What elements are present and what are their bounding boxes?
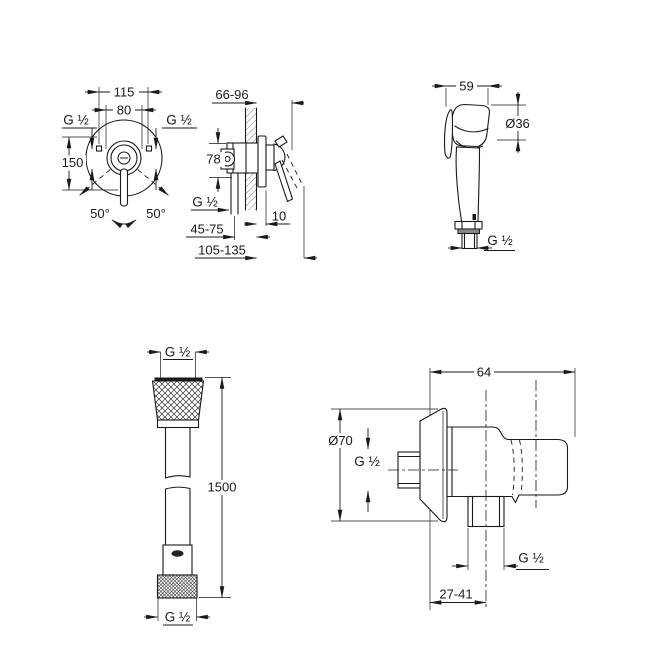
dim-64-label: 64 — [477, 365, 491, 380]
thread-front-left-label: G ½ — [63, 113, 89, 128]
dim-150-label: 150 — [62, 155, 84, 170]
dim-70-label: Ø70 — [328, 433, 353, 448]
wall-union-view: 64 Ø70 G ½ G ½ 27-41 — [325, 365, 576, 610]
dim-66-96-label: 66-96 — [215, 87, 248, 102]
dim-depth-64: 64 — [429, 365, 576, 380]
thread-label-union-outlet: G ½ — [452, 528, 549, 570]
dim-rough-in-45-75: 45-75 — [186, 216, 270, 240]
dim-width-80: 80 — [92, 103, 156, 149]
hub-notch-right — [145, 145, 153, 152]
union-flange — [419, 407, 448, 523]
dim-head-diameter: Ø36 — [491, 92, 533, 153]
spray-nut — [454, 220, 483, 230]
thread-union-outlet-label: G ½ — [518, 551, 544, 566]
dim-height-78: 78 — [203, 128, 232, 192]
thread-label-hose-top: G ½ — [147, 345, 209, 378]
dim-total-105-135: 105-135 — [195, 186, 317, 261]
spray-thread-band — [457, 228, 480, 234]
dim-length-1500: 1500 — [199, 377, 239, 598]
thread-front-right-label: G ½ — [166, 113, 192, 128]
thread-hose-bottom-label: G ½ — [165, 610, 191, 625]
dim-115-label: 115 — [114, 85, 135, 100]
thread-supply-label: G ½ — [192, 195, 218, 210]
lever-side — [274, 160, 294, 203]
escutcheon-plate-side — [257, 135, 267, 188]
dim-80-label: 80 — [117, 103, 131, 118]
thread-label-front-right: G ½ — [153, 113, 197, 190]
valve-side-view: 66-96 78 G ½ 10 45-75 — [186, 87, 317, 261]
valve-front-view: 115 80 G ½ G ½ — [59, 85, 197, 229]
dim-1500-label: 1500 — [208, 480, 237, 495]
thread-spray-label: G ½ — [487, 233, 513, 248]
hose-top-collar — [156, 419, 200, 429]
valve-front-lever — [119, 168, 129, 207]
dim-height-150: 150 — [59, 136, 118, 191]
spray-trigger — [444, 109, 454, 159]
dim-outlet-offset: 27-41 — [429, 587, 487, 605]
dim-78-label: 78 — [206, 152, 220, 167]
handle-cap-tab — [274, 135, 288, 148]
thread-label-union-inlet: G ½ — [354, 428, 380, 512]
cartridge — [265, 144, 275, 171]
lever-open-phantom — [286, 153, 303, 185]
spray-head — [451, 103, 491, 148]
valve-front-screw — [117, 151, 131, 165]
union-body-holder — [446, 426, 569, 504]
spray-handle — [455, 146, 481, 223]
dim-45-75-label: 45-75 — [190, 222, 223, 237]
dim-105-135-label: 105-135 — [198, 243, 246, 258]
lever-swing-arc — [111, 219, 137, 229]
hose-ferrule — [162, 544, 193, 576]
spray-thread-stub — [461, 232, 478, 250]
wall-hatch-upper — [245, 108, 257, 143]
spray-phantom-in-holder — [510, 439, 515, 496]
wall-hatch-lower — [245, 173, 257, 210]
angle-left-label: 50° — [90, 206, 110, 221]
dim-10-label: 10 — [272, 209, 286, 224]
thread-label-front-left: G ½ — [62, 113, 97, 190]
dim-59-label: 59 — [459, 79, 473, 94]
thread-label-hose-bottom: G ½ — [144, 598, 210, 626]
hub-notch-left — [95, 145, 103, 152]
dim-flange-diameter: Ø70 — [325, 408, 438, 522]
dim-27-41-label: 27-41 — [439, 587, 472, 602]
spray-clip-detail — [472, 214, 476, 220]
hand-spray-view: 59 Ø36 G ½ — [432, 79, 533, 251]
angle-right-label: 50° — [146, 206, 166, 221]
dim-width-59: 59 — [432, 79, 502, 107]
thread-label-supply: G ½ — [191, 195, 230, 213]
hose-nut-top-edge — [154, 377, 203, 381]
thread-hose-top-label: G ½ — [165, 345, 191, 360]
hose-top-nut — [151, 380, 205, 421]
hose-bottom-nut — [156, 574, 198, 599]
dim-36-label: Ø36 — [505, 116, 530, 131]
dim-plate-10: 10 — [244, 190, 290, 227]
dim-depth-66-96: 66-96 — [212, 87, 304, 150]
hose-view: G ½ 1500 — [144, 345, 239, 626]
thread-label-spray: G ½ — [448, 233, 515, 251]
dim-width-115: 115 — [85, 85, 162, 144]
grohe-logo — [171, 550, 184, 557]
thread-union-inlet-label: G ½ — [354, 454, 380, 469]
